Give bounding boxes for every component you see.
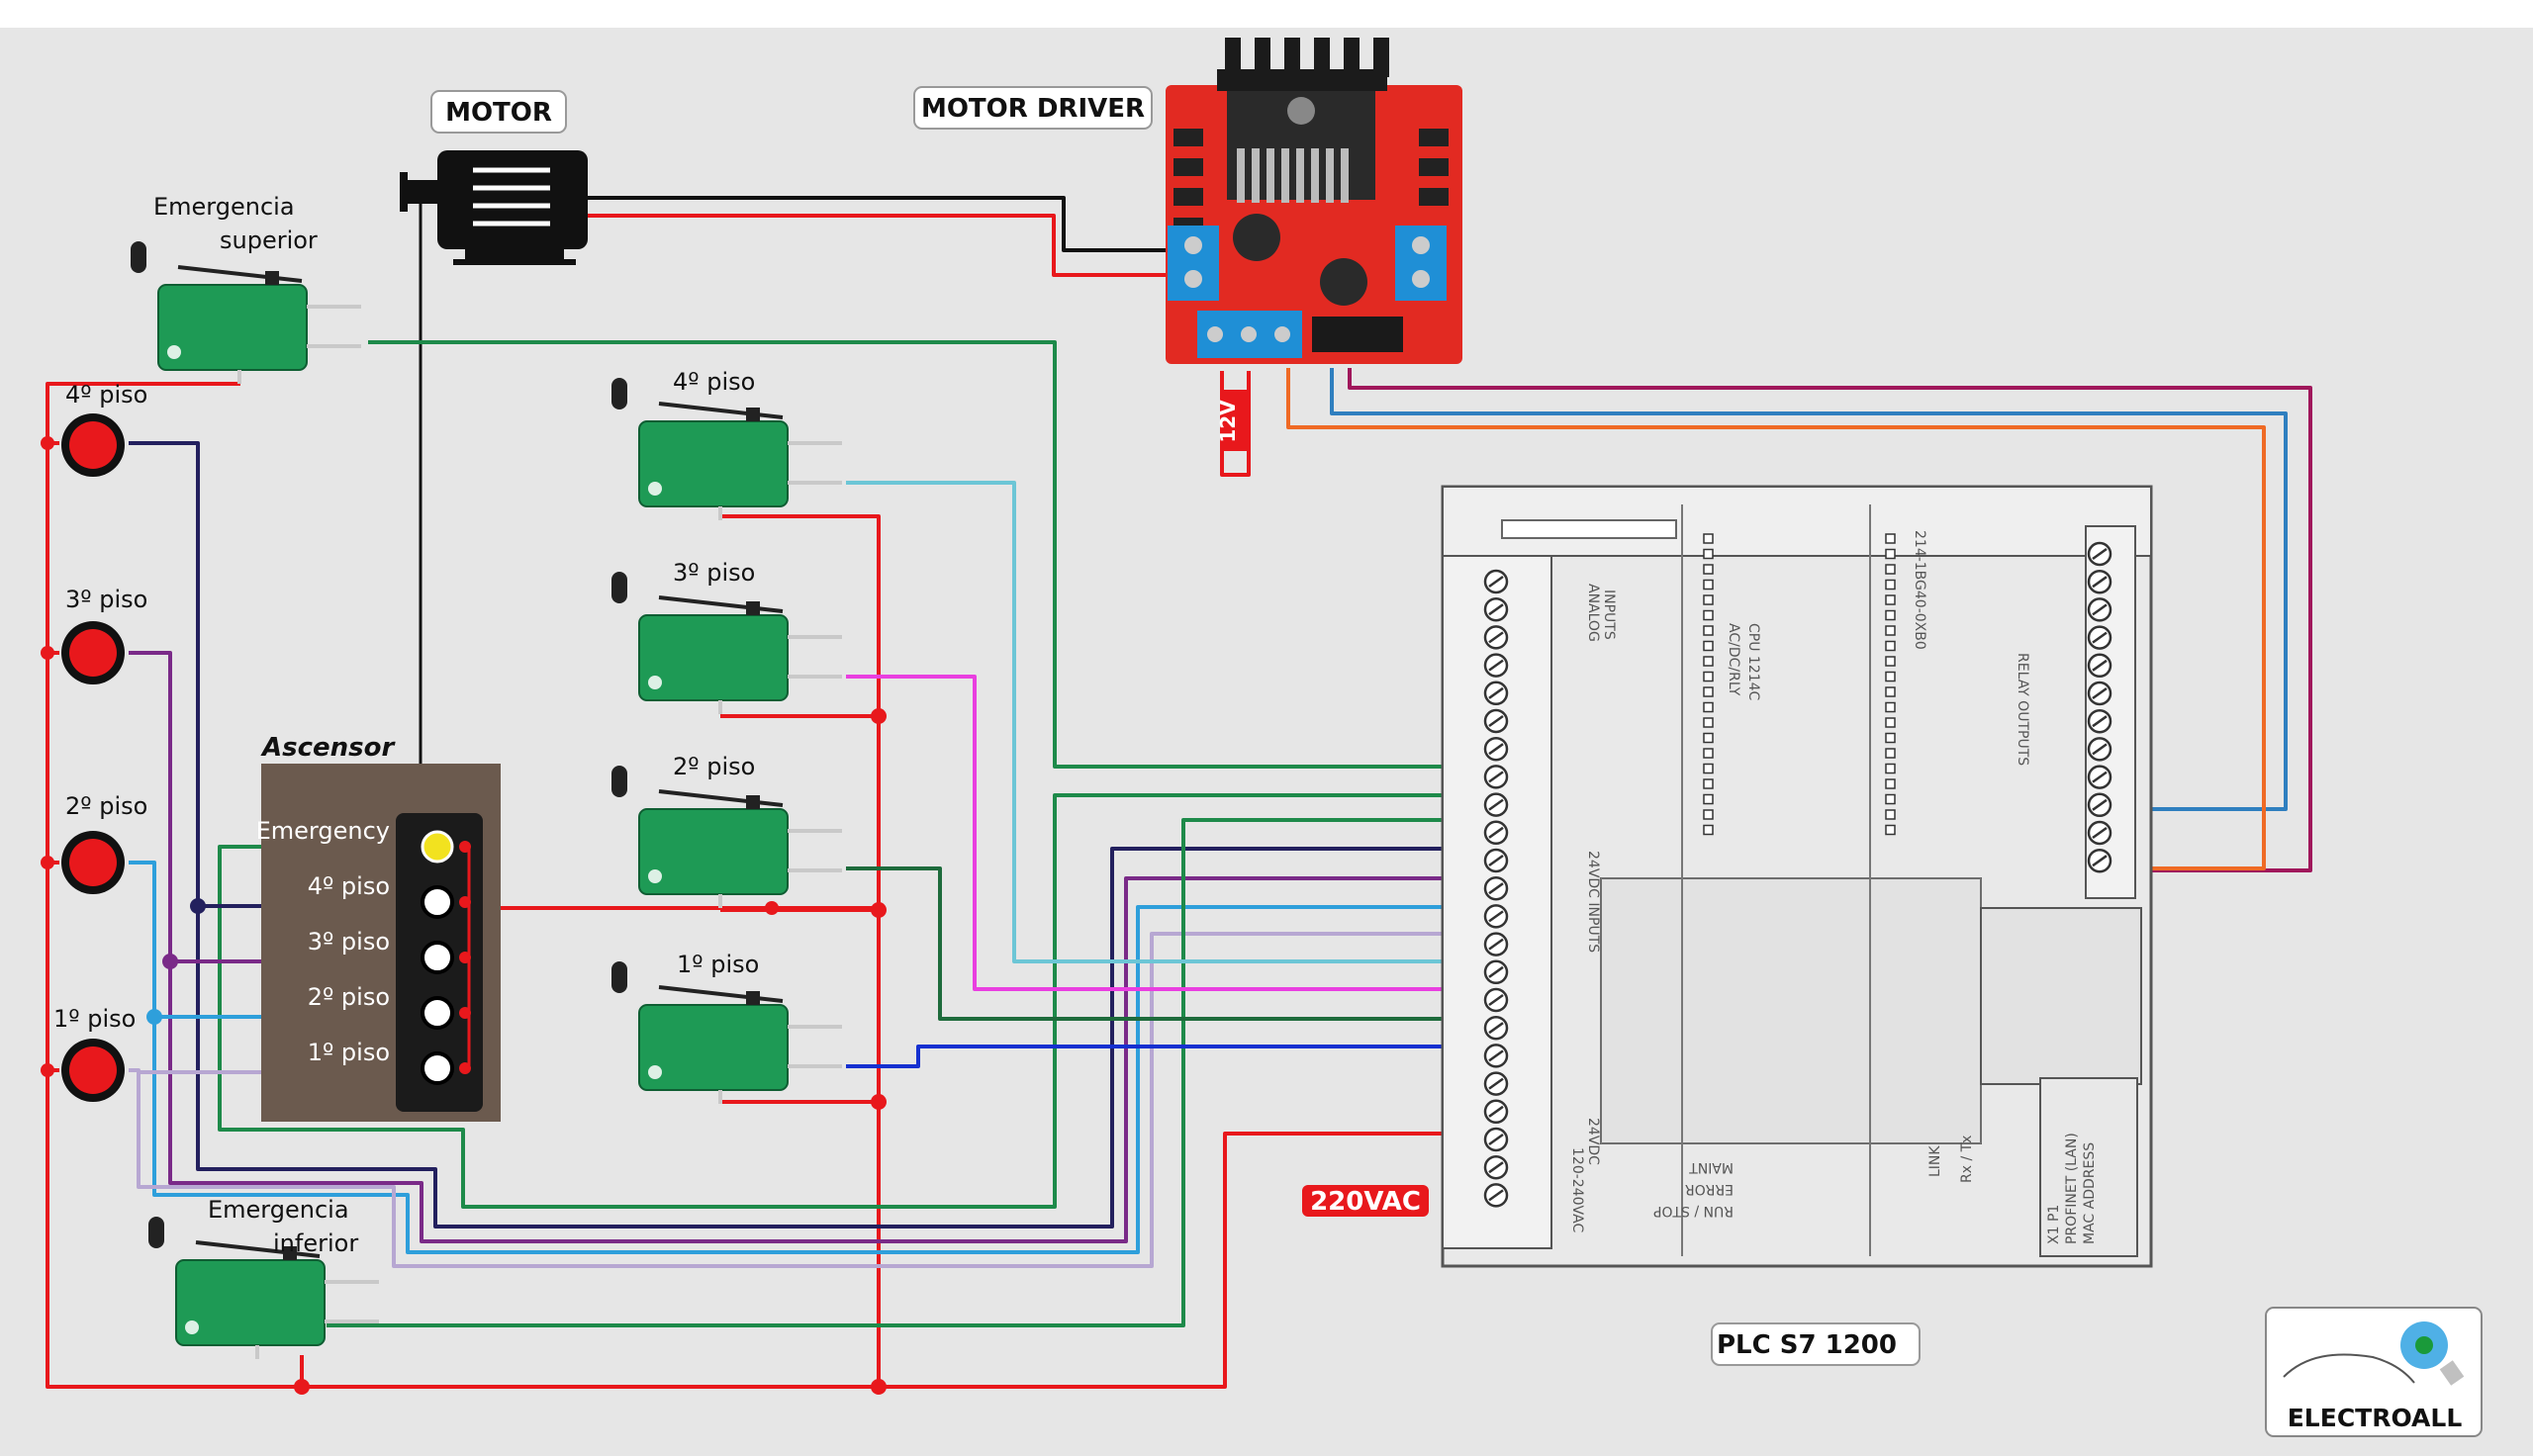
status-led xyxy=(1703,748,1714,759)
status-led xyxy=(1703,609,1714,621)
status-led xyxy=(1885,686,1896,697)
status-led xyxy=(1885,748,1896,759)
12v-label: 12V xyxy=(1216,400,1240,443)
status-led xyxy=(1885,640,1896,652)
status-led xyxy=(1703,824,1714,836)
floor-switch-label-4: 4º piso xyxy=(673,368,755,396)
floor-switch-label-1: 1º piso xyxy=(677,951,759,978)
status-led xyxy=(1885,717,1896,728)
status-led xyxy=(1885,533,1896,544)
status-led xyxy=(1885,824,1896,836)
ascensor-row-4: 4º piso xyxy=(308,872,390,900)
plc-maint-label: MAINT xyxy=(1689,1159,1734,1175)
brand-label: ELECTROALL xyxy=(2288,1404,2463,1432)
hand-sketch-icon xyxy=(2283,1353,2415,1384)
plc-cpu-label: CPU 1214C xyxy=(1745,623,1761,701)
junction-dots xyxy=(41,436,887,1395)
status-led xyxy=(1885,656,1896,667)
wire-power-bus xyxy=(46,382,1476,1389)
plc-power-label: 120-240VAC xyxy=(1569,1147,1585,1233)
status-led xyxy=(1703,717,1714,728)
floor-switch-label-3: 3º piso xyxy=(673,559,755,587)
status-led xyxy=(1885,763,1896,774)
plc-s7-1200 xyxy=(1441,485,2153,1268)
button-label-1: 1º piso xyxy=(53,1005,136,1033)
status-led xyxy=(1885,564,1896,575)
emergency-inferior-label-1: Emergencia xyxy=(208,1196,349,1224)
status-led xyxy=(1885,548,1896,560)
plc-run-label: RUN / STOP xyxy=(1653,1203,1734,1219)
status-led xyxy=(1885,701,1896,713)
button-1-piso xyxy=(61,1039,125,1102)
status-led xyxy=(1885,732,1896,744)
button-4-piso xyxy=(61,413,125,477)
vac-badge xyxy=(1302,1185,1429,1217)
plc-label: PLC S7 1200 xyxy=(1717,1330,1897,1360)
plc-analog-label: ANALOG xyxy=(1585,584,1601,642)
motor-label: MOTOR xyxy=(445,98,552,128)
plc-profinet-label: PROFINET (LAN) xyxy=(2064,1133,2080,1244)
plc-relay-label: RELAY OUTPUTS xyxy=(2015,653,2030,766)
status-led xyxy=(1885,579,1896,591)
plc-link-label: LINK xyxy=(1927,1145,1943,1177)
plc-label-box xyxy=(1711,1322,1921,1366)
emergency-inferior-label-2: inferior xyxy=(273,1229,358,1257)
ascensor-buttons xyxy=(421,830,471,1085)
status-led xyxy=(1885,793,1896,805)
status-led xyxy=(1703,548,1714,560)
motor-driver-board xyxy=(1166,38,1462,364)
button-label-3: 3º piso xyxy=(65,586,147,613)
status-led xyxy=(1703,763,1714,774)
status-led xyxy=(1703,671,1714,682)
motor-driver-label: MOTOR DRIVER xyxy=(921,94,1145,124)
status-led xyxy=(1703,809,1714,820)
button-3-piso xyxy=(61,621,125,684)
plc-error-label: ERROR xyxy=(1685,1181,1734,1197)
status-led xyxy=(1703,594,1714,605)
12v-badge xyxy=(1221,390,1249,451)
status-led xyxy=(1703,686,1714,697)
plc-dc-inputs-label: 24VDC INPUTS xyxy=(1585,851,1601,953)
ascensor-title: Ascensor xyxy=(260,733,396,763)
vac-label: 220VAC xyxy=(1310,1187,1421,1217)
status-led xyxy=(1703,778,1714,789)
status-led xyxy=(1885,594,1896,605)
status-led xyxy=(1885,609,1896,621)
wires xyxy=(46,183,2312,1389)
status-led xyxy=(1885,778,1896,789)
plc-x1p1-label: X1 P1 xyxy=(2046,1205,2062,1244)
status-led xyxy=(1703,656,1714,667)
status-led xyxy=(1703,579,1714,591)
ascensor-row-1: 1º piso xyxy=(308,1039,390,1066)
plc-rxtx-label: Rx / Tx xyxy=(1959,1136,1975,1183)
plc-24vdc-label: 24VDC xyxy=(1585,1118,1601,1165)
plc-cpu-type: AC/DC/RLY xyxy=(1726,623,1741,696)
status-led xyxy=(1703,625,1714,636)
emergency-superior-label-2: superior xyxy=(220,227,318,254)
button-label-4: 4º piso xyxy=(65,381,147,409)
button-label-2: 2º piso xyxy=(65,792,147,820)
motor xyxy=(400,150,588,265)
status-led xyxy=(1703,732,1714,744)
status-led xyxy=(1885,809,1896,820)
status-led xyxy=(1703,701,1714,713)
ascensor-row-2: 2º piso xyxy=(308,983,390,1011)
floor-switch-label-2: 2º piso xyxy=(673,753,755,780)
status-led xyxy=(1703,533,1714,544)
motor-label-box xyxy=(430,90,567,134)
status-led xyxy=(1885,625,1896,636)
plc-mac-label: MAC ADDRESS xyxy=(2082,1142,2098,1244)
ascensor-row-3: 3º piso xyxy=(308,928,390,956)
status-led xyxy=(1703,793,1714,805)
plc-part-number: 214-1BG40-0XB0 xyxy=(1912,530,1927,650)
status-led xyxy=(1703,640,1714,652)
plc-inputs-label: INPUTS xyxy=(1601,590,1617,640)
motor-driver-label-box xyxy=(913,86,1153,130)
status-led xyxy=(1885,671,1896,682)
status-led xyxy=(1703,564,1714,575)
emergency-superior-label-1: Emergencia xyxy=(153,193,295,221)
button-2-piso xyxy=(61,831,125,894)
ascensor-row-emergency: Emergency xyxy=(256,817,390,845)
